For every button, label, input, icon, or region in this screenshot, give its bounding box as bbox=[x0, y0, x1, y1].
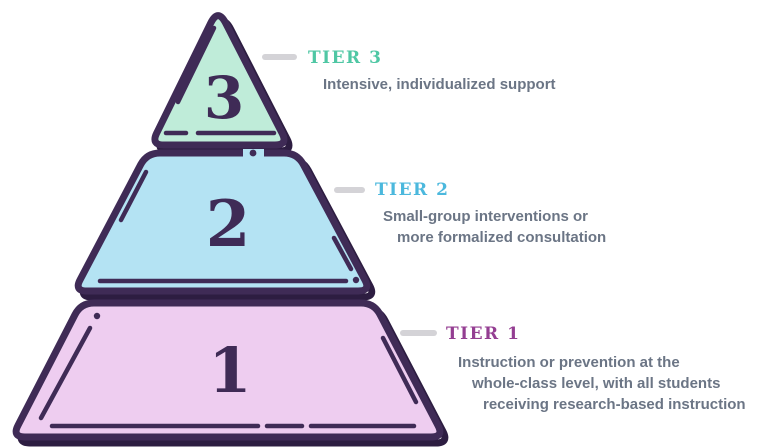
tier-3-shape bbox=[151, 12, 288, 149]
tier-2-inner-dot bbox=[352, 276, 360, 284]
tier-2-connector-dash bbox=[334, 187, 365, 193]
tier-2-desc-line: Small-group interventions or bbox=[383, 208, 589, 225]
tier-3-decorations bbox=[163, 25, 277, 136]
tier-2-number: 2 bbox=[206, 187, 251, 262]
tier-1-label: TIER 1 bbox=[446, 324, 521, 344]
tier-1-number: 1 bbox=[208, 334, 251, 407]
tier-3-number: 3 bbox=[204, 64, 244, 132]
tier-1-shape bbox=[12, 299, 444, 441]
tier-3-label: TIER 3 bbox=[308, 48, 383, 68]
tier-2-description: Small-group interventions or more formal… bbox=[383, 206, 606, 248]
tier-1-connector-dash bbox=[400, 330, 437, 336]
tier-3-label-block: TIER 3 bbox=[308, 48, 382, 68]
tier-1-desc-line: whole-class level, with all students bbox=[472, 375, 721, 392]
tier-3-description: Intensive, individualized support bbox=[323, 74, 556, 95]
tier-1-desc-line: receiving research-based instruction bbox=[483, 396, 746, 413]
tier-1-decorations bbox=[38, 325, 419, 429]
tier-1-description: Instruction or prevention at the whole-c… bbox=[458, 352, 746, 415]
tier-2-decorations bbox=[97, 169, 354, 284]
tier-3-connector-dash bbox=[262, 54, 297, 60]
tier-1-inner-dot bbox=[93, 312, 101, 320]
tier-1-label-block: TIER 1 bbox=[446, 324, 520, 344]
tier-2-shape bbox=[74, 149, 371, 295]
tier-2-label: TIER 2 bbox=[375, 180, 450, 200]
tier-2-desc-line: more formalized consultation bbox=[397, 229, 607, 246]
tier-2-edge-dot bbox=[249, 149, 257, 157]
tier-3-desc-line: Intensive, individualized support bbox=[323, 76, 556, 93]
tier-1-desc-line: Instruction or prevention at the bbox=[458, 354, 680, 371]
tier-2-label-block: TIER 2 bbox=[375, 180, 449, 200]
